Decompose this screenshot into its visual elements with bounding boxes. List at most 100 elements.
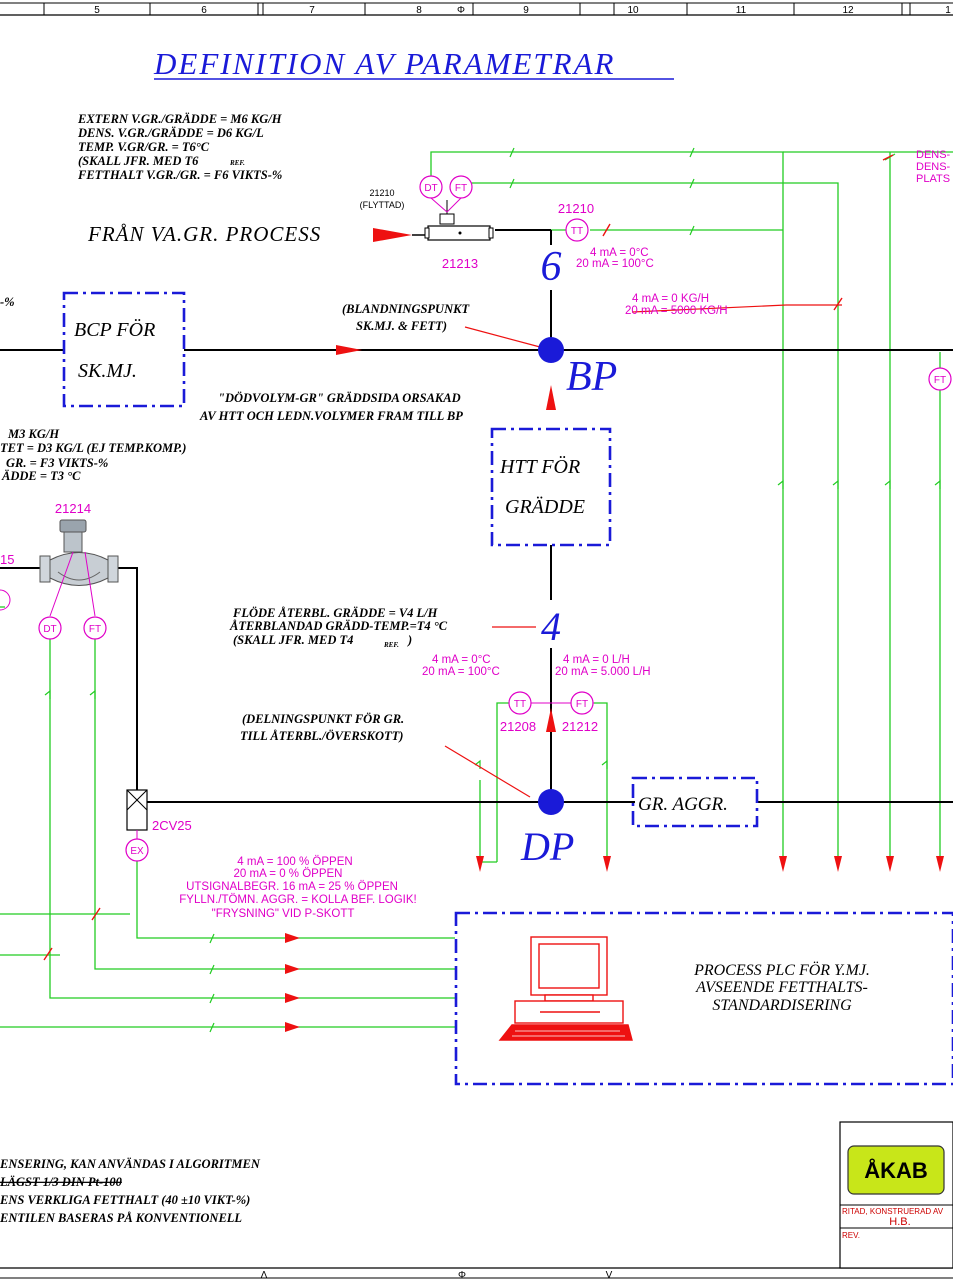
range-temp6-low: 4 mA = 0°C <box>590 247 649 259</box>
ft-icon-left: FT <box>89 624 101 635</box>
range-flow4-low: 4 mA = 0 L/H <box>563 654 630 666</box>
left-partial-note: -% <box>0 295 15 309</box>
akab-logo: ÅKAB <box>864 1157 928 1183</box>
valve-note-2: 20 mA = 0 % ÖPPEN <box>234 868 343 880</box>
frame-col-9: 9 <box>523 5 529 16</box>
aggr-label: GR. AGGR. <box>638 794 728 815</box>
note-temp: TEMP. V.GR/GR. = T6°C <box>78 140 210 154</box>
frame-col-6: 6 <box>201 5 207 16</box>
label-21212: 21212 <box>562 719 598 734</box>
top-notes: EXTERN V.GR./GRÄDDE = M6 KG/H DENS. V.GR… <box>77 112 283 182</box>
label-2cv25: 2CV25 <box>152 818 192 833</box>
blend-note-1: (BLANDNINGSPUNKT <box>342 302 470 316</box>
tt-21210: 21210 TT <box>558 201 594 242</box>
split-note: (DELNINGSPUNKT FÖR GR. TILL ÅTERBL./ÖVER… <box>240 712 404 743</box>
tt-icon: TT <box>571 226 583 237</box>
plc-label-1: PROCESS PLC FÖR Y.MJ. <box>693 961 870 979</box>
right-label-1: DENS- <box>916 149 951 161</box>
note-compare-ref: REF. <box>229 159 245 167</box>
range-temp4-low: 4 mA = 0°C <box>432 654 491 666</box>
note-extern-flow: EXTERN V.GR./GRÄDDE = M6 KG/H <box>77 112 283 126</box>
bottom-note-2: LÄGST 1/3 DIN Pt-100 <box>0 1175 123 1189</box>
dt-icon: DT <box>424 183 437 194</box>
dead-volume-1: "DÖDVOLYM-GR" GRÄDDSIDA ORSAKAD <box>218 391 461 405</box>
right-label-2: DENS- <box>916 161 951 173</box>
valve-note-5: "FRYSNING" VID P-SKOTT <box>212 908 355 920</box>
frame-center-mark: Φ <box>457 5 465 16</box>
left-note-4: ÄDDE = T3 °C <box>1 469 81 483</box>
aggr-box: GR. AGGR. <box>631 776 759 828</box>
range-temp6-high: 20 mA = 100°C <box>576 258 654 270</box>
bcp-label-1: BCP FÖR <box>74 318 155 341</box>
leader-lines <box>444 304 842 798</box>
ft-icon-right: FT <box>934 375 946 386</box>
process-lines <box>0 229 953 803</box>
frame-col-7: 7 <box>309 5 315 16</box>
frame-bottom-mark-1: Λ <box>261 1270 268 1280</box>
drawn-value: H.B. <box>889 1216 910 1228</box>
plc-label-2: AVSEENDE FETTHALTS- <box>695 979 868 996</box>
label-21213: 21213 <box>442 256 478 271</box>
flow-note-ref: REF. <box>383 641 399 649</box>
bottom-note-1: ENSERING, KAN ANVÄNDAS I ALGORITMEN <box>0 1157 261 1171</box>
blend-note-2: SK.MJ. & FETT) <box>356 319 447 333</box>
ex-icon: EX <box>130 846 144 857</box>
left-note-1: M3 KG/H <box>7 427 60 441</box>
bcp-label-2: SK.MJ. <box>78 360 137 382</box>
valve-notes: 4 mA = 100 % ÖPPEN 20 mA = 0 % ÖPPEN UTS… <box>179 856 416 920</box>
label-left-partial: 15 <box>0 552 14 567</box>
note-compare: (SKALL JFR. MED T6 <box>78 154 199 168</box>
right-label-3: PLATS <box>916 173 950 185</box>
dead-volume-note: "DÖDVOLYM-GR" GRÄDDSIDA ORSAKAD AV HTT O… <box>199 391 463 423</box>
frame-col-10: 10 <box>627 5 639 16</box>
note-fat: FETTHALT V.GR./GR. = F6 VIKTS-% <box>77 168 282 182</box>
dp-label: DP <box>520 824 574 869</box>
point-6: 6 <box>541 244 562 290</box>
computer-icon <box>498 936 633 1041</box>
valve-note-3: UTSIGNALBEGR. 16 mA = 25 % ÖPPEN <box>186 881 398 893</box>
frame-bottom-mark-2: Φ <box>458 1270 466 1280</box>
flow-arrows <box>336 228 556 732</box>
dt-icon-left: DT <box>43 624 56 635</box>
bottom-note-3: ENS VERKLIGA FETTHALT (40 ±10 VIKT-%) <box>0 1193 250 1207</box>
left-notes: M3 KG/H TET = D3 KG/L (EJ TEMP.KOMP.) GR… <box>0 427 186 483</box>
right-edge-labels: DENS- DENS- PLATS <box>916 149 951 185</box>
split-note-1: (DELNINGSPUNKT FÖR GR. <box>242 712 404 726</box>
title-block: ÅKAB RITAD, KONSTRUERAD AV H.B. REV. <box>839 1121 953 1269</box>
plc-box: PROCESS PLC FÖR Y.MJ. AVSEENDE FETTHALTS… <box>454 911 953 1086</box>
ft-icon-21212: FT <box>576 699 588 710</box>
label-21210-flyttad: 21210 <box>369 188 394 198</box>
range-flow4-high: 20 mA = 5.000 L/H <box>555 666 651 678</box>
range-crossings <box>43 154 894 961</box>
drawn-label: RITAD, KONSTRUERAD AV <box>842 1207 944 1216</box>
signal-arrows <box>285 856 944 1032</box>
flow-note-1: FLÖDE ÅTERBL. GRÄDDE = V4 L/H <box>232 606 439 620</box>
label-21210-flyttad-sub: (FLYTTAD) <box>360 200 405 210</box>
frame-col-12: 12 <box>842 5 854 16</box>
label-21208: 21208 <box>500 719 536 734</box>
bottom-note-4: ENTILEN BASERAS PÅ KONVENTIONELL <box>0 1211 242 1225</box>
ranges-4: 4 mA = 0°C 20 mA = 100°C 4 mA = 0 L/H 20… <box>422 654 651 678</box>
valve-2cv25: EX 2CV25 <box>125 789 192 862</box>
flow-note-4: FLÖDE ÅTERBL. GRÄDDE = V4 L/H ÅTERBLANDA… <box>229 606 448 649</box>
range-flow6-high: 20 mA = 5000 KG/H <box>625 305 728 317</box>
dp-node <box>538 789 564 815</box>
valve-note-1: 4 mA = 100 % ÖPPEN <box>237 856 352 868</box>
tt-icon-21208: TT <box>514 699 526 710</box>
note-density: DENS. V.GR./GRÄDDE = D6 KG/L <box>77 126 264 140</box>
point-4: 4 <box>541 604 561 649</box>
dead-volume-2: AV HTT OCH LEDN.VOLYMER FRAM TILL BP <box>199 409 463 423</box>
bp-node <box>538 337 564 363</box>
plc-label-3: STANDARDISERING <box>712 997 852 1014</box>
label-21214: 21214 <box>55 501 91 516</box>
label-tt-21210: 21210 <box>558 201 594 216</box>
split-note-2: TILL ÅTERBL./ÖVERSKOTT) <box>240 729 403 743</box>
signal-ticks <box>44 147 941 1033</box>
rev-label: REV. <box>842 1231 860 1240</box>
frame-col-5: 5 <box>94 5 100 16</box>
blend-note: (BLANDNINGSPUNKT SK.MJ. & FETT) <box>342 302 470 333</box>
left-note-2: TET = D3 KG/L (EJ TEMP.KOMP.) <box>0 441 186 455</box>
valve-note-4: FYLLN./TÖMN. AGGR. = KOLLA BEF. LOGIK! <box>179 894 416 906</box>
